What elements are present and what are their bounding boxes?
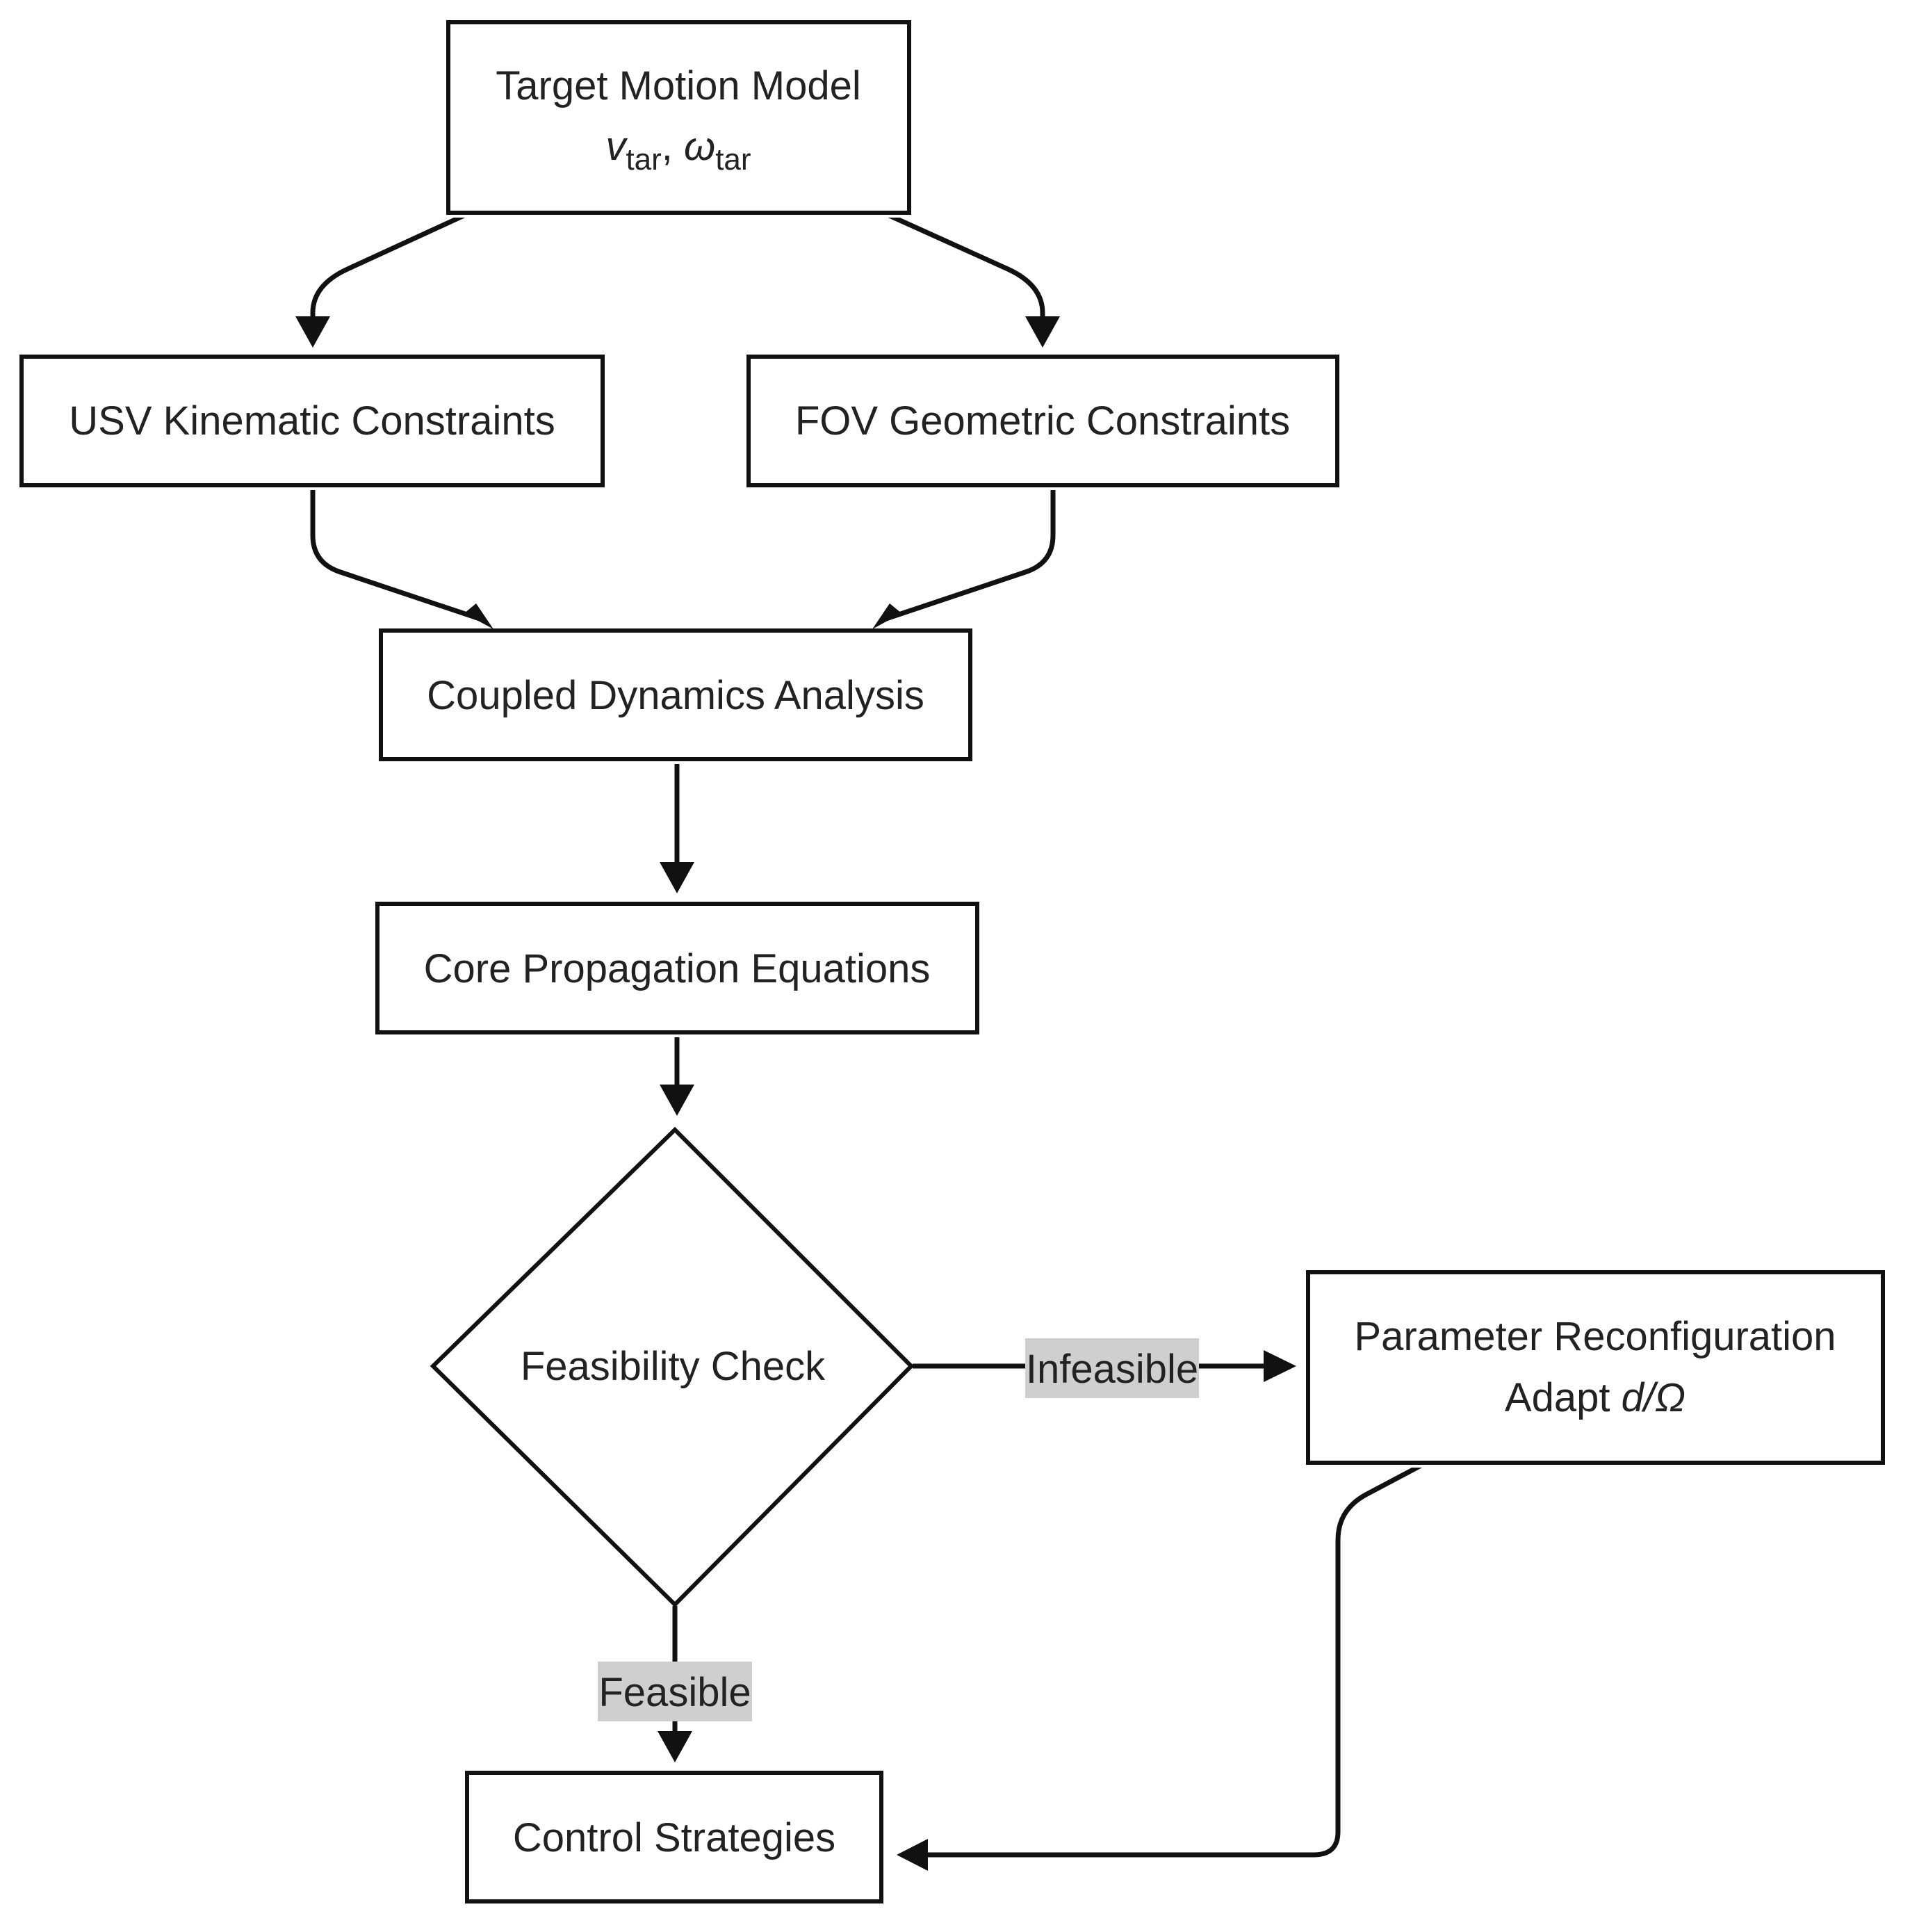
usv-kinematic-label: USV Kinematic Constraints bbox=[69, 398, 555, 444]
target-motion-title: Target Motion Model bbox=[496, 63, 860, 108]
edge-usv-to-coupled bbox=[310, 487, 481, 622]
target-motion-vars: vtar, ωtar bbox=[605, 124, 751, 177]
node-feasibility-check: Feasibility Check bbox=[430, 1126, 915, 1608]
node-fov-geometric-constraints: FOV Geometric Constraints bbox=[746, 355, 1341, 490]
vars-separator: , bbox=[662, 124, 684, 169]
control-strategies-label: Control Strategies bbox=[513, 1815, 835, 1860]
parameter-reconfig-title: Parameter Reconfiguration bbox=[1354, 1314, 1836, 1359]
core-propagation-label: Core Propagation Equations bbox=[424, 946, 931, 991]
node-core-propagation-equations: Core Propagation Equations bbox=[375, 902, 981, 1037]
edge-target-to-usv bbox=[310, 211, 468, 323]
edge-label-infeasible: Infeasible bbox=[1025, 1338, 1199, 1398]
coupled-dynamics-label: Coupled Dynamics Analysis bbox=[427, 673, 924, 718]
v-symbol: v bbox=[605, 124, 628, 169]
edge-label-feasible: Feasible bbox=[598, 1662, 752, 1721]
adapt-prefix: Adapt bbox=[1505, 1375, 1622, 1420]
arrowhead-reconfig bbox=[1264, 1350, 1296, 1382]
arrowhead-coupled-right bbox=[872, 603, 901, 629]
edge-fov-to-coupled bbox=[885, 487, 1056, 622]
feasibility-check-label: Feasibility Check bbox=[521, 1344, 826, 1389]
node-usv-kinematic-constraints: USV Kinematic Constraints bbox=[19, 355, 606, 490]
arrowhead-usv bbox=[295, 316, 330, 348]
omega-subscript: tar bbox=[715, 143, 751, 177]
edge-target-to-fov bbox=[885, 211, 1045, 323]
arrowhead-coupled-left bbox=[464, 603, 493, 629]
arrowhead-control-top bbox=[658, 1731, 692, 1762]
node-coupled-dynamics-analysis: Coupled Dynamics Analysis bbox=[379, 628, 974, 764]
infeasible-label: Infeasible bbox=[1026, 1347, 1198, 1392]
v-subscript: tar bbox=[626, 143, 661, 177]
arrowhead-feasibility bbox=[660, 1085, 694, 1116]
omega-symbol: ω bbox=[684, 124, 715, 169]
parameter-reconfig-adapt: Adapt d/Ω bbox=[1505, 1375, 1685, 1420]
arrowhead-core bbox=[660, 862, 694, 893]
fov-geometric-label: FOV Geometric Constraints bbox=[795, 398, 1290, 444]
adapt-variable: d/Ω bbox=[1622, 1375, 1686, 1420]
edge-reconfig-to-control bbox=[924, 1461, 1426, 1858]
node-target-motion-model: Target Motion Model vtar, ωtar bbox=[446, 20, 913, 218]
node-control-strategies: Control Strategies bbox=[465, 1771, 885, 1906]
node-parameter-reconfiguration: Parameter Reconfiguration Adapt d/Ω bbox=[1306, 1270, 1886, 1468]
arrowhead-fov bbox=[1025, 316, 1060, 348]
feasible-label: Feasible bbox=[598, 1670, 751, 1715]
arrowhead-control-right bbox=[897, 1839, 928, 1871]
